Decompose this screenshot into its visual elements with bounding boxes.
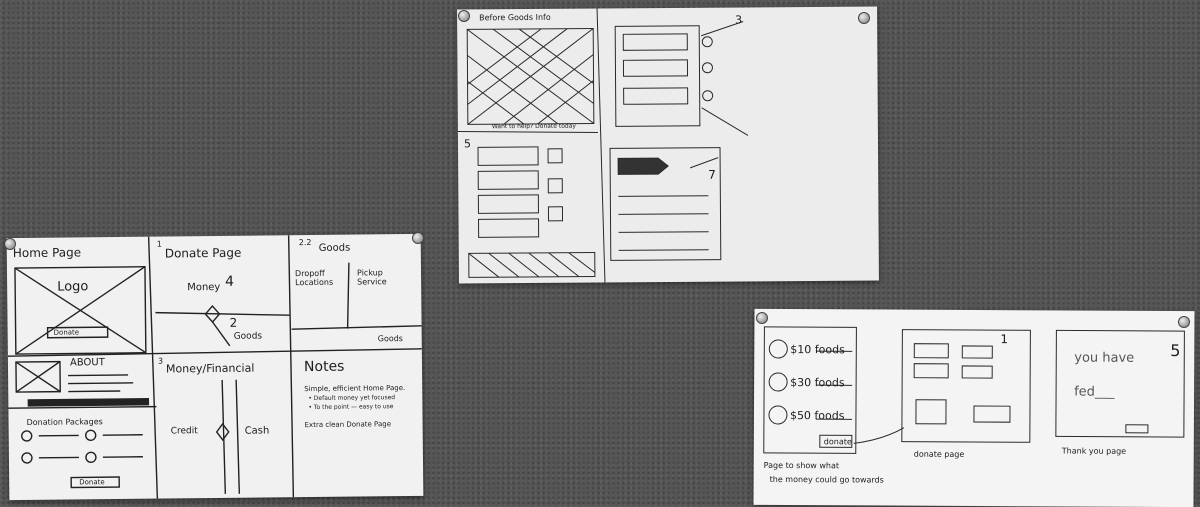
goods-page-title: Goods [319, 243, 351, 254]
page-number-1: 1 [1000, 332, 1008, 346]
money-label: Money [187, 282, 220, 293]
pushpin [458, 10, 470, 22]
money-number: 4 [225, 274, 234, 290]
app-flow-sketch [457, 7, 879, 284]
cash-label: Cash [245, 425, 270, 436]
package-donate-button: Donate [79, 478, 105, 486]
home-donate-button: Donate [54, 328, 80, 336]
home-page-title: Home Page [13, 245, 81, 260]
donation-packages-label: Donation Packages [27, 417, 103, 427]
fed-line-2: fed___ [1074, 385, 1114, 400]
money-page-number: 3 [158, 357, 163, 366]
goods-page-number: 2.2 [299, 238, 312, 247]
notes-line-4: Extra clean Donate Page [305, 420, 391, 429]
donate-button: donate [824, 437, 852, 446]
package-item-30: $30 foods [790, 376, 845, 389]
dropoff-label: Dropoff Locations [295, 269, 345, 288]
pickup-label: Pickup Service [357, 268, 407, 287]
step-5-number: 5 [464, 137, 471, 150]
step-3-number: 3 [735, 13, 742, 26]
money-page-title: Money/Financial [166, 362, 254, 376]
notes-title: Notes [304, 359, 345, 375]
package-item-50: $50 foods [790, 409, 845, 422]
credit-label: Credit [171, 426, 198, 436]
donate-page-title: Donate Page [165, 246, 242, 261]
donate-page-number: 1 [157, 240, 162, 249]
pushpin [858, 12, 870, 24]
caption-thank-you: Thank you page [1062, 446, 1126, 455]
goods-label: Goods [234, 332, 262, 342]
package-item-10: $10 foods [790, 343, 845, 356]
fed-line-1: you have [1074, 351, 1134, 366]
step-7-number: 7 [708, 168, 716, 182]
caption-line-2: the money could go towards [770, 475, 884, 485]
pushpin [412, 232, 424, 244]
logo-label: Logo [57, 279, 88, 294]
flow-left-label: Want to help? Donate today [492, 123, 576, 131]
notes-line-1: Simple, efficient Home Page. [304, 384, 405, 393]
app-flow-sheet: Before Goods Info 3 5 7 Want to help? Do… [457, 7, 879, 284]
pushpin [4, 238, 16, 250]
notes-line-2: • Default money yet focused [308, 394, 395, 402]
goods-footer-label: Goods [378, 334, 403, 343]
page-number-5: 5 [1170, 341, 1180, 360]
sheet-header: Before Goods Info [479, 13, 551, 22]
caption-line-1: Page to show what [764, 461, 839, 470]
about-label: ABOUT [70, 357, 105, 368]
food-donation-sheet: $10 foods $30 foods $50 foods donate 1 5… [753, 309, 1194, 507]
caption-donate-page: donate page [914, 450, 965, 459]
pushpin [756, 312, 768, 324]
notes-line-3: • To the point — easy to use [308, 403, 393, 411]
goods-number: 2 [229, 316, 237, 330]
home-wireframe-sheet: Home Page Logo Donate ABOUT Donation Pac… [7, 234, 424, 500]
pushpin [1178, 316, 1190, 328]
